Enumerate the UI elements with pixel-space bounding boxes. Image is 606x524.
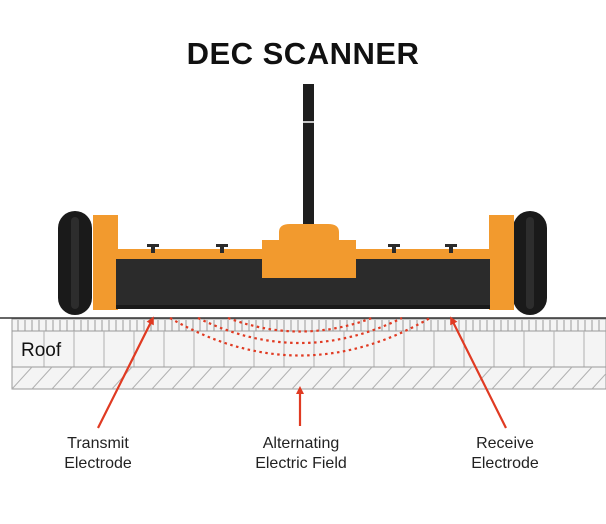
callout-alternating-field: Alternating Electric Field (236, 434, 366, 474)
wheel-left (58, 211, 92, 315)
scanner-handle (303, 84, 314, 226)
callout-field-line2: Electric Field (255, 455, 347, 472)
wheel-right (513, 211, 547, 315)
callout-receive-line1: Receive (476, 435, 534, 452)
scanner-body (116, 248, 490, 309)
callout-transmit-line1: Transmit (67, 435, 129, 452)
callout-transmit-line2: Electrode (64, 455, 132, 472)
roof-hatch (11, 366, 606, 390)
receive-arrow (450, 316, 507, 429)
electric-field-arcs (169, 316, 431, 357)
roof-mid-cells (43, 331, 585, 367)
transmit-arrow (97, 316, 154, 429)
arrows (97, 316, 507, 429)
roof-section (0, 317, 606, 390)
callout-receive-electrode: Receive Electrode (460, 434, 550, 474)
callout-receive-line2: Electrode (471, 455, 539, 472)
scanner-frame (93, 215, 514, 310)
callout-transmit-electrode: Transmit Electrode (48, 434, 148, 474)
bolts (147, 244, 457, 253)
diagram-title: DEC SCANNER (186, 36, 420, 71)
callout-field-line1: Alternating (262, 435, 340, 452)
roof-label: Roof (21, 340, 62, 361)
